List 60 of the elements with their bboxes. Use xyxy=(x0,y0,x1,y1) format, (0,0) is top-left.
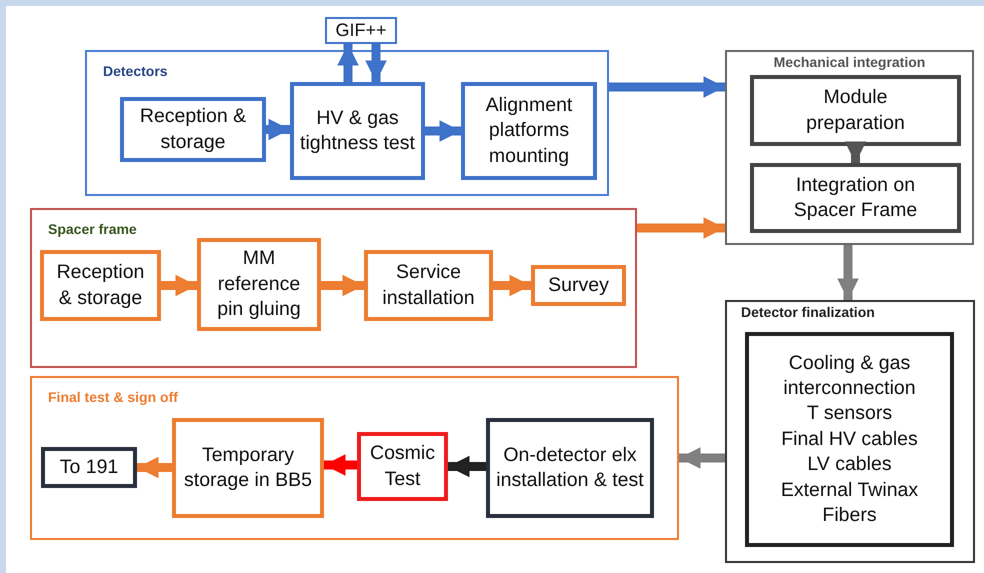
box-text: Final HV cables xyxy=(780,426,919,452)
box-text: T sensors xyxy=(806,401,894,426)
arrow xyxy=(365,44,387,82)
process-box xyxy=(750,163,961,233)
box-text: Integration on Spacer Frame xyxy=(792,172,918,223)
arrow xyxy=(637,217,725,239)
box-text: Fibers xyxy=(821,502,878,528)
process-box xyxy=(461,82,597,180)
box-text: On-detector elx installation & test xyxy=(495,442,645,493)
box-text: Temporary storage in BB5 xyxy=(183,442,313,493)
process-box xyxy=(41,447,137,488)
arrow xyxy=(137,456,172,478)
box-text: Cosmic Test xyxy=(368,441,436,492)
arrow xyxy=(448,456,486,478)
box-text: MM reference pin gluing xyxy=(216,246,302,322)
process-box xyxy=(531,265,626,306)
box-text: Alignment platforms mounting xyxy=(484,92,574,169)
arrow xyxy=(161,274,197,296)
box-text: Service installation xyxy=(381,260,476,310)
arrow xyxy=(266,118,290,140)
group-heading: Spacer frame xyxy=(47,220,138,238)
box-text: Module preparation xyxy=(805,85,906,136)
arrow xyxy=(609,76,725,98)
group-heading: Detector finalization xyxy=(740,303,876,320)
process-box xyxy=(172,418,324,518)
process-box xyxy=(364,250,493,321)
process-box xyxy=(750,75,961,146)
process-box xyxy=(197,238,321,331)
process-box xyxy=(120,97,266,162)
group-panel xyxy=(85,50,609,196)
arrow xyxy=(337,44,359,82)
arrow xyxy=(837,245,859,300)
box-text: Reception & storage xyxy=(56,260,146,310)
process-box xyxy=(325,17,397,44)
arrow xyxy=(493,274,531,296)
box-text: External Twinax xyxy=(780,478,920,503)
box-text: HV & gas tightness test xyxy=(299,106,416,156)
group-heading: Detectors xyxy=(102,62,169,80)
box-text: Survey xyxy=(547,272,610,298)
arrow xyxy=(844,141,866,163)
box-text: To 191 xyxy=(58,454,120,480)
box-text: Reception & storage xyxy=(138,104,248,154)
group-panel xyxy=(30,208,637,368)
process-box xyxy=(357,432,448,501)
process-box xyxy=(40,250,161,321)
group-panel xyxy=(725,50,974,245)
arrow xyxy=(679,447,725,469)
group-heading: Mechanical integration xyxy=(772,53,926,70)
process-box xyxy=(486,418,654,518)
box-text: LV cables xyxy=(806,452,893,478)
group-panel xyxy=(30,376,679,540)
arrow xyxy=(321,274,364,296)
box-text: GIF++ xyxy=(334,20,388,40)
arrow xyxy=(324,454,357,476)
box-text: Cooling & gas interconnection xyxy=(782,350,917,402)
group-heading: Final test & sign off xyxy=(47,388,179,406)
arrow xyxy=(425,120,461,142)
group-panel xyxy=(725,300,975,563)
process-box xyxy=(745,332,954,547)
process-box xyxy=(290,82,425,180)
